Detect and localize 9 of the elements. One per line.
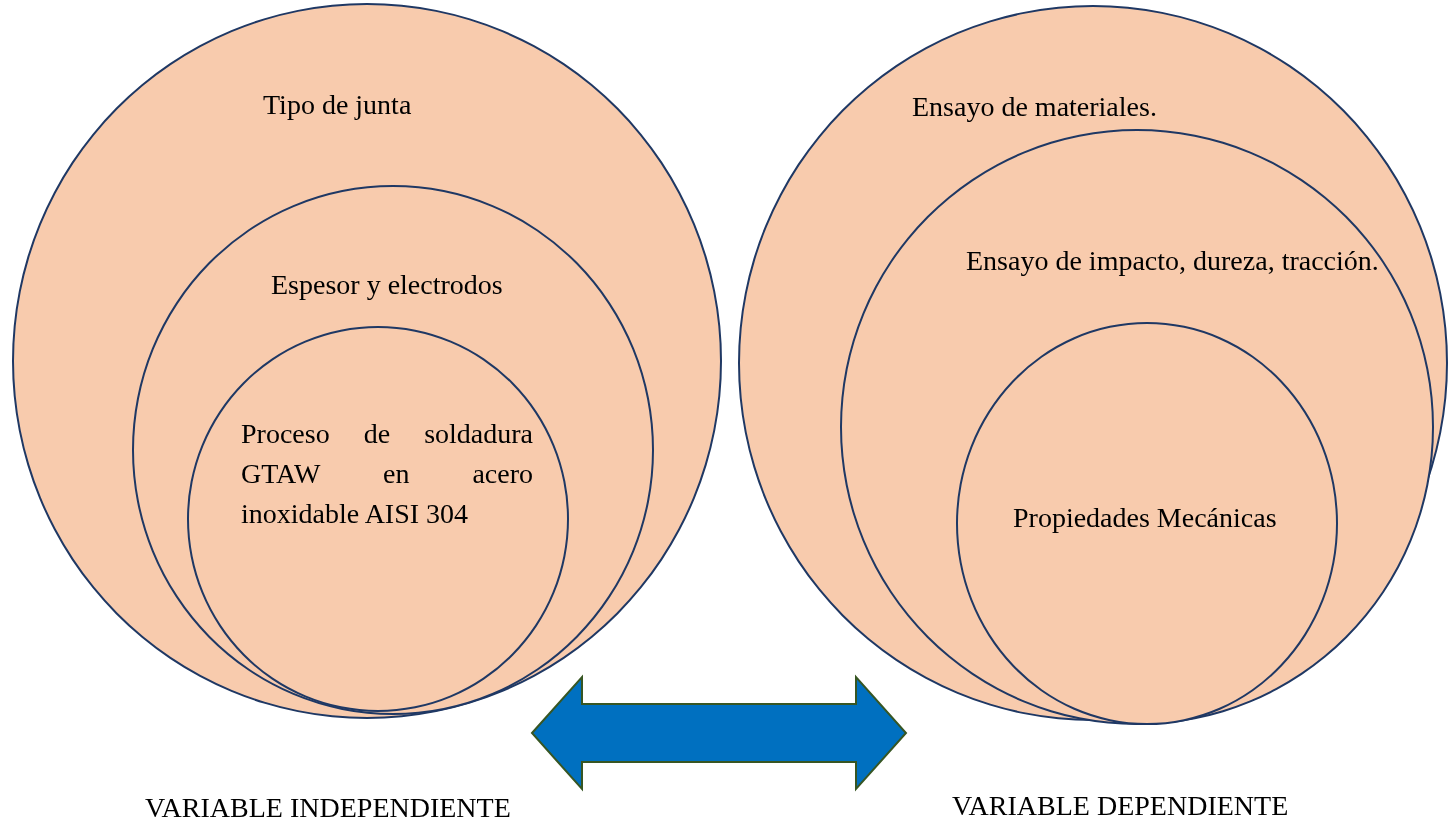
circle-label: Propiedades Mecánicas [1013,501,1278,535]
circle-label: Tipo de junta [263,88,413,122]
circle-label: Ensayo de materiales. [912,90,1158,124]
circle-label: Espesor y electrodos [271,268,504,302]
variable-caption: VARIABLE DEPENDIENTE [952,789,1289,823]
double-arrow [530,674,908,792]
circle-label: Proceso de soldadura GTAW en acero inoxidable AISI 304 [241,417,533,531]
variable-caption: VARIABLE INDEPENDIENTE [145,791,511,825]
circle-label: Ensayo de impacto, dureza, tracción. [966,244,1380,278]
